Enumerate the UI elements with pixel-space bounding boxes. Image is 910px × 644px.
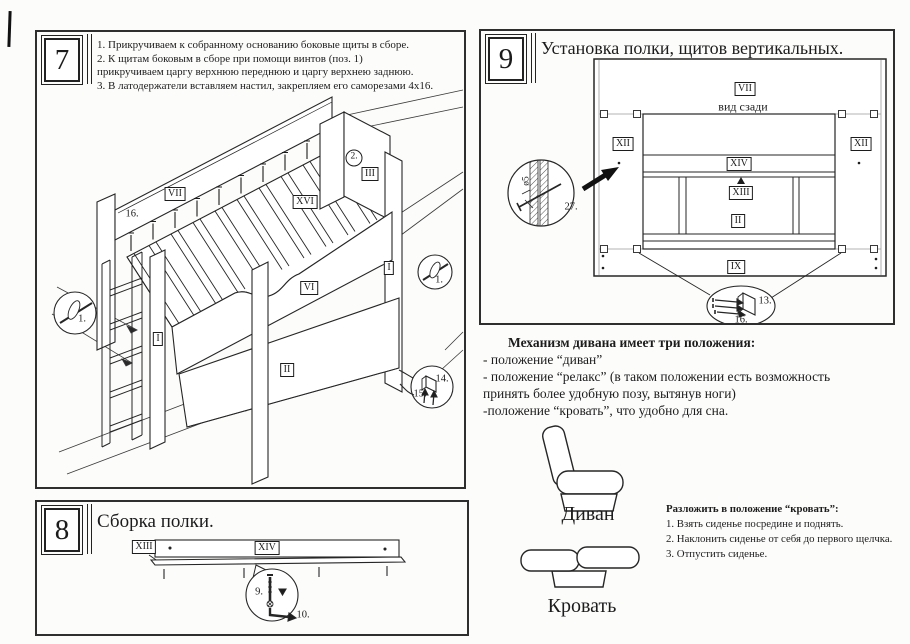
part-label-ii: II bbox=[280, 363, 294, 377]
part-label-xiii-rear: XIII bbox=[728, 186, 754, 200]
part-label-i-right: I bbox=[383, 261, 395, 275]
step7-number: 7 bbox=[54, 43, 70, 76]
sofa-pictograms bbox=[505, 424, 655, 599]
part-label-vii-rear: VII bbox=[734, 82, 756, 96]
step8-number-badge: 8 bbox=[41, 505, 83, 555]
detail-bubble-bracket bbox=[398, 365, 454, 409]
ladder bbox=[101, 251, 143, 448]
part-label-2: 2. bbox=[345, 149, 363, 167]
unfold-instructions: Разложить в положение “кровать”: 1. Взят… bbox=[666, 502, 896, 562]
part-label-ix: IX bbox=[727, 260, 745, 274]
screw-label-9: 9. bbox=[255, 586, 263, 598]
bracket-label-13: 13. bbox=[758, 295, 772, 307]
rear-view-drawing bbox=[507, 58, 887, 323]
sofa-bed-drawing bbox=[520, 425, 640, 588]
krovat-glyph bbox=[520, 546, 640, 588]
detail-circle-right bbox=[417, 254, 453, 290]
krovat-label: Кровать bbox=[547, 595, 617, 617]
part-label-i-left: I bbox=[152, 332, 164, 346]
mechanism-title: Механизм дивана имеет три положения: bbox=[508, 335, 756, 350]
step7-instructions: 1. Прикручиваем к собранному основанию б… bbox=[97, 39, 433, 93]
part-label-xiii-shelf: XIII bbox=[131, 540, 157, 554]
left-uprights bbox=[149, 249, 269, 485]
screw-detail-circle bbox=[507, 159, 619, 227]
mechanism-text: Механизм дивана имеет три положения: - п… bbox=[483, 334, 893, 419]
step7-line-1: 1. Прикручиваем к собранному основанию б… bbox=[97, 39, 410, 51]
step7-divider bbox=[87, 34, 92, 84]
shelf-parts bbox=[148, 539, 407, 579]
position-dots bbox=[601, 161, 878, 270]
step8-number: 8 bbox=[54, 513, 70, 546]
step9-title: Установка полки, щитов вертикальных. bbox=[541, 38, 844, 58]
part-label-iii: III bbox=[361, 167, 379, 181]
screw-label-1-right: 1. bbox=[435, 274, 443, 286]
part-label-vi: VI bbox=[300, 281, 318, 295]
bunk-bed-drawing bbox=[51, 89, 464, 485]
part-label-xii-left: XII bbox=[612, 137, 634, 151]
section-step7: 7 1. Прикручиваем к собранному основанию… bbox=[35, 30, 466, 489]
screw-label-15: 15. bbox=[413, 388, 427, 400]
screw-label-27: 27. bbox=[564, 201, 578, 213]
part-label-16: 16. bbox=[125, 208, 139, 220]
part-label-xiv-rear: XIV bbox=[726, 157, 752, 171]
shelf-drawing bbox=[148, 539, 407, 622]
step7-line-2: 2. К щитам боковым в сборе при помощи ви… bbox=[97, 52, 363, 65]
part-label-ii-rear: II bbox=[731, 214, 745, 228]
section-step9: 9 Установка полки, щитов вертикальных. bbox=[479, 29, 895, 326]
bracket-label-14: 14. bbox=[435, 373, 449, 385]
part-label-vii: VII bbox=[164, 187, 186, 201]
unfold-step-2: 2. Наклонить сиденье от себя до первого … bbox=[666, 533, 893, 545]
step7-line-4: 3. В латодержатели вставляем настил, зак… bbox=[97, 79, 434, 92]
part-label-xiv-shelf: XIV bbox=[254, 541, 280, 555]
part-label-xii-right: XII bbox=[850, 137, 872, 151]
step8-divider bbox=[87, 504, 92, 554]
up-arrow-icon bbox=[737, 177, 745, 184]
mechanism-line-2: - положение “релакс” (в таком положении … bbox=[483, 369, 831, 384]
diameter-label: ø5 bbox=[521, 176, 532, 186]
unfold-title: Разложить в положение “кровать”: bbox=[666, 503, 839, 515]
sofa-base bbox=[178, 297, 400, 428]
mechanism-line-4: -положение “кровать”, что удобно для сна… bbox=[483, 403, 729, 418]
front-rail bbox=[171, 210, 393, 375]
view-caption: вид сзади bbox=[718, 99, 768, 114]
mechanism-line-1: - положение “диван” bbox=[483, 352, 603, 367]
step7-line-3: прикручиваем царгу верхнюю переднюю и ца… bbox=[97, 66, 414, 78]
step8-title: Сборка полки. bbox=[97, 511, 214, 532]
step9-divider bbox=[531, 33, 536, 83]
bracket-detail-ellipse bbox=[638, 252, 842, 323]
mechanism-line-3: принять более удобную позу, вытянув ноги… bbox=[483, 386, 736, 401]
screw-label-1-left: 1. bbox=[78, 313, 86, 325]
step9-number: 9 bbox=[498, 42, 514, 75]
step7-number-badge: 7 bbox=[41, 35, 83, 85]
divan-glyph bbox=[542, 425, 624, 512]
step9-number-badge: 9 bbox=[485, 34, 527, 84]
scan-artifact bbox=[7, 10, 12, 48]
unfold-step-3: 3. Отпустить сиденье. bbox=[666, 548, 768, 560]
corner-connectors bbox=[600, 110, 878, 253]
bracket-label-10: 10. bbox=[296, 609, 310, 621]
part-label-xvi: XVI bbox=[292, 195, 318, 209]
screw-label-16b: 16. bbox=[734, 314, 748, 326]
unfold-step-1: 1. Взять сиденье посредине и поднять. bbox=[666, 518, 844, 530]
divan-label: Диван bbox=[561, 503, 615, 525]
detail-circle-left bbox=[53, 291, 97, 335]
shelf-detail-balloon bbox=[245, 564, 299, 622]
section-step8: 8 Сборка полки. bbox=[35, 500, 469, 636]
